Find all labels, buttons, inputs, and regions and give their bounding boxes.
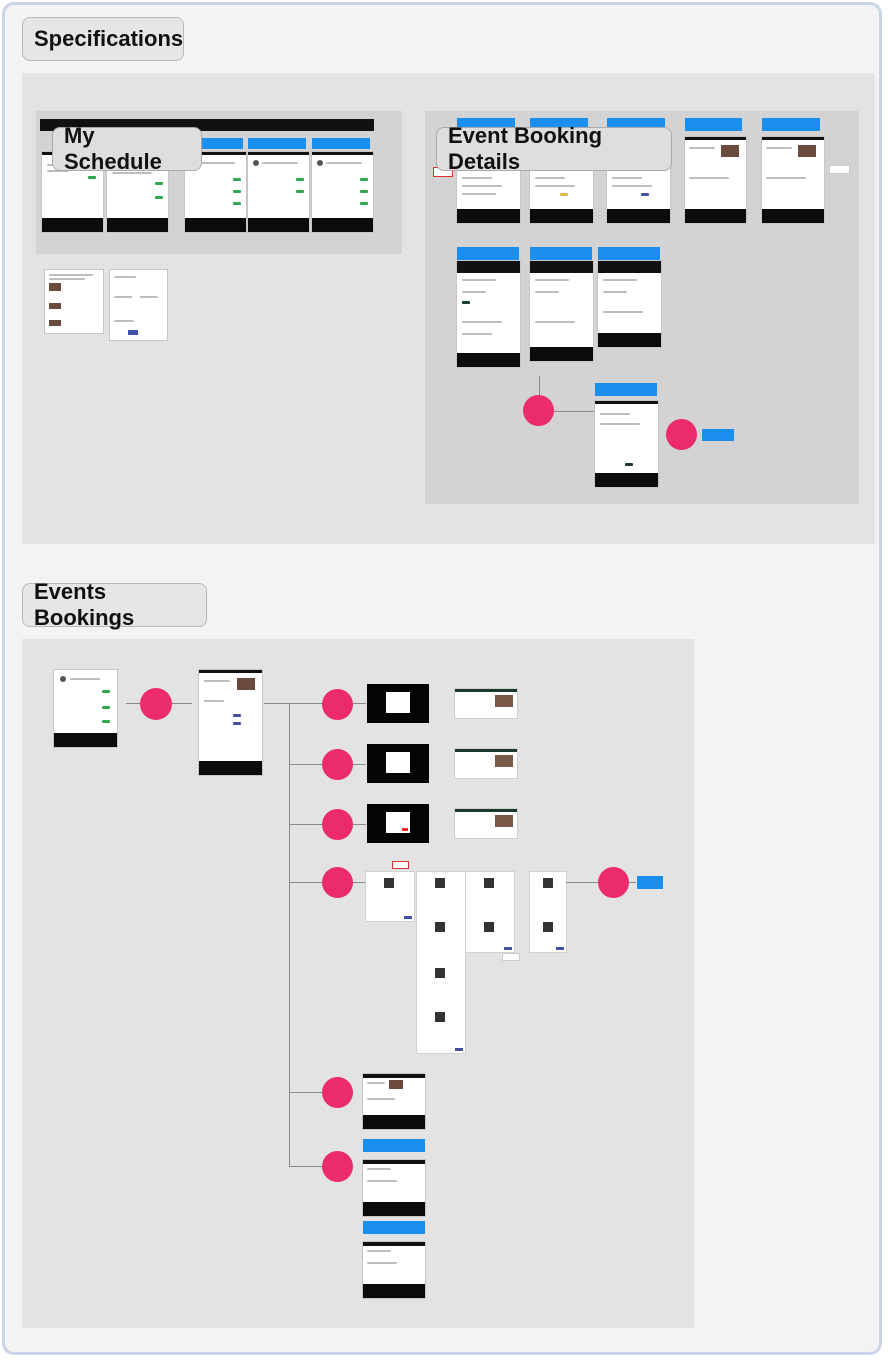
screen-thumbnail[interactable] bbox=[455, 689, 517, 718]
screen-thumbnail[interactable] bbox=[110, 270, 167, 340]
flow-label bbox=[595, 383, 657, 396]
screen-thumbnail[interactable] bbox=[363, 1160, 425, 1216]
section-title-events-bookings[interactable]: Events Bookings bbox=[22, 583, 207, 627]
flow-step-circle[interactable] bbox=[322, 809, 353, 840]
connector-line bbox=[289, 703, 290, 1166]
flow-step-circle[interactable] bbox=[666, 419, 697, 450]
screen-thumbnail[interactable] bbox=[595, 401, 658, 487]
screen-thumbnail[interactable] bbox=[530, 261, 593, 361]
flow-label bbox=[363, 1139, 425, 1152]
flow-step-circle[interactable] bbox=[322, 1151, 353, 1182]
screen-thumbnail[interactable] bbox=[199, 670, 262, 775]
screen-thumbnail[interactable] bbox=[312, 152, 373, 232]
flow-step-circle[interactable] bbox=[322, 867, 353, 898]
connector-line bbox=[629, 882, 636, 883]
flow-step-circle[interactable] bbox=[598, 867, 629, 898]
connector-line bbox=[264, 703, 289, 704]
frame-title-my-schedule[interactable]: My Schedule bbox=[52, 127, 202, 171]
connector-line bbox=[289, 764, 323, 765]
screen-thumbnail[interactable] bbox=[45, 270, 103, 333]
flow-label bbox=[312, 138, 370, 149]
connector-line bbox=[353, 703, 366, 704]
specifications-area: My Schedule bbox=[22, 73, 875, 544]
flow-label bbox=[637, 876, 663, 889]
comment-note[interactable] bbox=[392, 861, 409, 869]
flow-step-circle[interactable] bbox=[322, 749, 353, 780]
frame-title-event-booking-details[interactable]: Event Booking Details bbox=[436, 127, 672, 171]
flow-label bbox=[762, 118, 820, 131]
screen-thumbnail[interactable] bbox=[685, 137, 746, 223]
connector-line bbox=[353, 764, 366, 765]
flow-label bbox=[248, 138, 306, 149]
comment-note[interactable] bbox=[502, 953, 520, 961]
connector-line bbox=[289, 1092, 323, 1093]
connector-line bbox=[353, 882, 366, 883]
flow-label bbox=[685, 118, 742, 131]
connector-line bbox=[289, 1166, 323, 1167]
modal-screen-thumbnail[interactable] bbox=[367, 804, 429, 843]
flow-label bbox=[530, 247, 592, 260]
modal-screen-thumbnail[interactable] bbox=[367, 684, 429, 723]
flow-label bbox=[702, 429, 734, 441]
connector-line bbox=[554, 411, 594, 412]
screen-thumbnail[interactable] bbox=[54, 670, 117, 747]
connector-line bbox=[172, 703, 192, 704]
events-bookings-area bbox=[22, 639, 694, 1328]
ticket-screen-thumbnail[interactable] bbox=[366, 872, 414, 921]
ticket-screen-thumbnail[interactable] bbox=[530, 872, 566, 952]
flow-step-circle[interactable] bbox=[523, 395, 554, 426]
connector-line bbox=[353, 824, 366, 825]
section-title-specifications[interactable]: Specifications bbox=[22, 17, 184, 61]
screen-thumbnail[interactable] bbox=[598, 261, 661, 347]
flow-step-circle[interactable] bbox=[322, 1077, 353, 1108]
screen-thumbnail[interactable] bbox=[455, 749, 517, 778]
comment-note[interactable] bbox=[829, 165, 850, 174]
screen-thumbnail[interactable] bbox=[248, 152, 309, 232]
screen-thumbnail[interactable] bbox=[363, 1242, 425, 1298]
flow-label bbox=[598, 247, 660, 260]
screen-thumbnail[interactable] bbox=[457, 261, 520, 367]
modal-screen-thumbnail[interactable] bbox=[367, 744, 429, 783]
ticket-screen-thumbnail[interactable] bbox=[466, 872, 514, 952]
flow-label bbox=[363, 1221, 425, 1234]
screen-thumbnail[interactable] bbox=[762, 137, 824, 223]
flow-label bbox=[457, 247, 519, 260]
screen-thumbnail[interactable] bbox=[363, 1074, 425, 1129]
flow-step-circle[interactable] bbox=[140, 688, 172, 720]
connector-line bbox=[289, 824, 323, 825]
screen-thumbnail[interactable] bbox=[455, 809, 517, 838]
flow-step-circle[interactable] bbox=[322, 689, 353, 720]
connector-line bbox=[566, 882, 599, 883]
ticket-screen-thumbnail[interactable] bbox=[417, 872, 465, 1053]
connector-line bbox=[289, 882, 323, 883]
connector-line bbox=[289, 703, 323, 704]
